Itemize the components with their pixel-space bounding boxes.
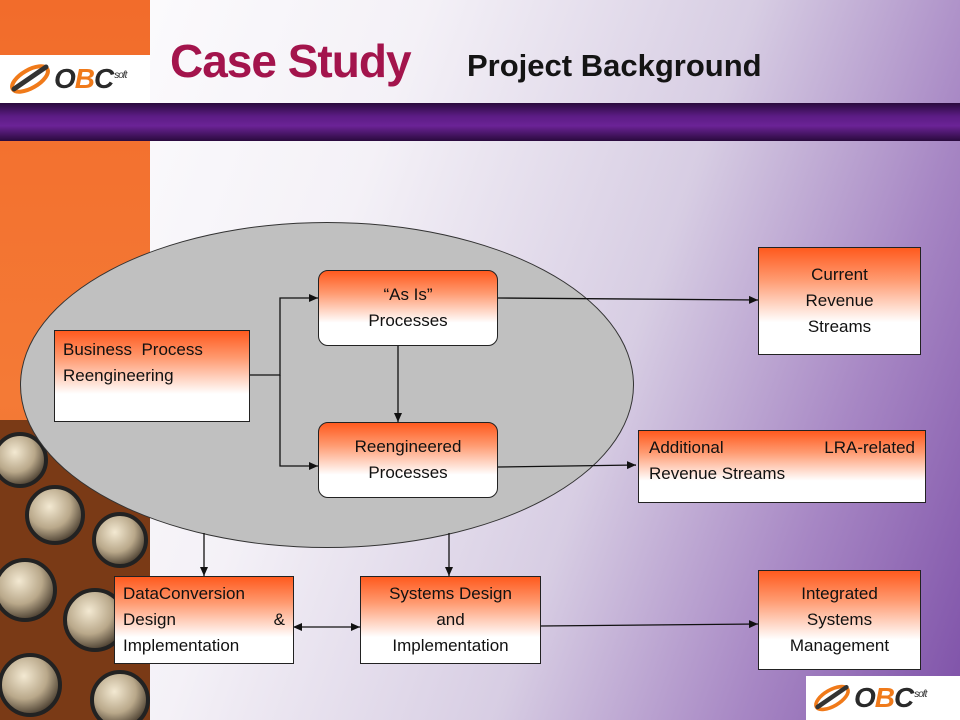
logo-wordmark-bottom: OBCsoft — [854, 682, 927, 713]
business-process-reengineering-box: Business Process Reengineering — [54, 330, 250, 422]
additional-revenue-line1: Additional LRA-related — [649, 438, 915, 457]
page-title: Case Study — [170, 35, 412, 87]
reengineered-line2: Processes — [368, 463, 448, 482]
current-revenue-line1: Current — [811, 265, 868, 284]
company-logo-bottom: OBCsoft — [806, 676, 960, 720]
systems-design-line1: Systems Design — [389, 584, 512, 603]
systems-design-line3: Implementation — [392, 636, 509, 655]
as-is-processes-box: “As Is” Processes — [318, 270, 498, 346]
integrated-systems-line1: Integrated — [801, 584, 878, 603]
as-is-line1: “As Is” — [383, 285, 433, 304]
company-logo: OBCsoft — [0, 55, 150, 103]
additional-revenue-line2: Revenue Streams — [649, 464, 786, 483]
logo-wordmark: OBCsoft — [54, 63, 127, 94]
systems-design-line2: and — [436, 610, 465, 629]
swoosh-logo-icon — [10, 64, 50, 94]
bpr-line1: Business Process — [63, 340, 203, 359]
data-conversion-line2: Design & — [123, 610, 285, 629]
swoosh-logo-icon-bottom — [814, 684, 850, 712]
reengineered-line1: Reengineered — [354, 437, 462, 456]
reengineered-processes-box: Reengineered Processes — [318, 422, 498, 498]
integrated-systems-line2: Systems — [806, 610, 873, 629]
bpr-line2: Reengineering — [63, 366, 174, 385]
current-revenue-line3: Streams — [807, 317, 872, 336]
integrated-systems-line3: Management — [789, 636, 890, 655]
data-conversion-line1: DataConversion — [123, 584, 245, 603]
integrated-systems-box: Integrated Systems Management — [758, 570, 921, 670]
systems-design-box: Systems Design and Implementation — [360, 576, 541, 664]
page-subtitle: Project Background — [467, 48, 762, 83]
connector-systems-to-integrated — [540, 620, 759, 629]
current-revenue-line2: Revenue — [805, 291, 874, 310]
header-band — [0, 103, 960, 141]
additional-revenue-streams-box: Additional LRA-related Revenue Streams — [638, 430, 926, 503]
as-is-line2: Processes — [368, 311, 448, 330]
data-conversion-line3: Implementation — [123, 636, 240, 655]
current-revenue-streams-box: Current Revenue Streams — [758, 247, 921, 355]
data-conversion-box: DataConversion Design & Implementation — [114, 576, 294, 664]
